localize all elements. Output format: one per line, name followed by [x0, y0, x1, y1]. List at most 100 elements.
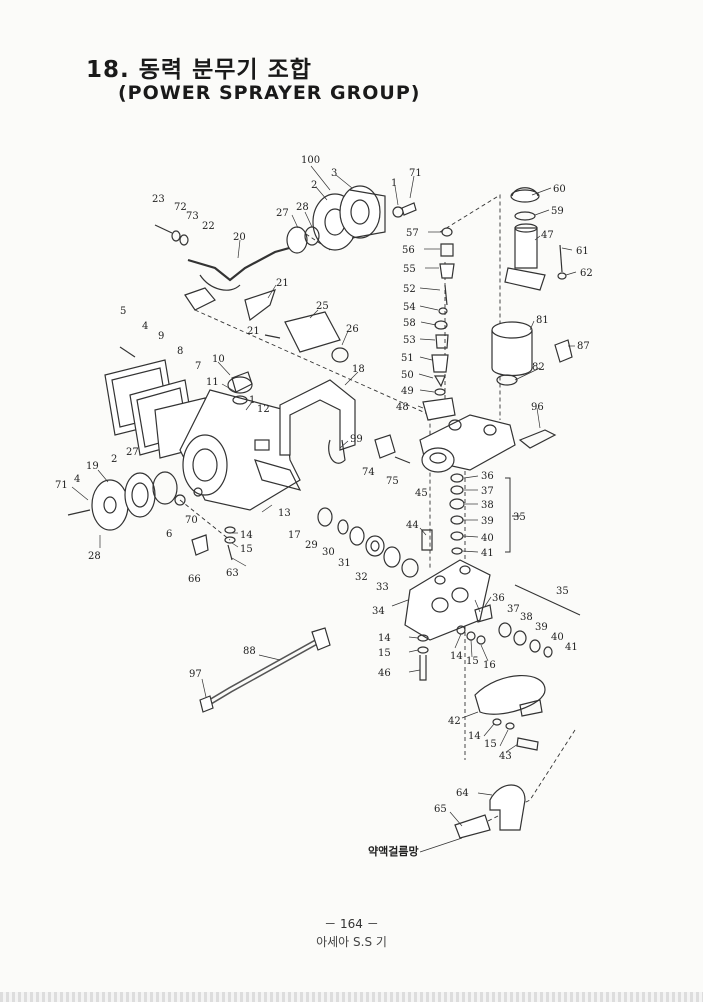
callout-7: 7 — [195, 361, 201, 372]
callout-20: 20 — [233, 232, 246, 243]
callout-87: 87 — [577, 341, 590, 352]
callout-39: 39 — [481, 516, 494, 527]
callout-27: 27 — [276, 208, 289, 219]
callout-72: 72 — [174, 202, 187, 213]
belt-guard — [279, 379, 356, 456]
callout-4-b: 4 — [74, 474, 80, 485]
callout-14-b: 14 — [378, 633, 391, 644]
pulley-assembly — [312, 185, 417, 251]
callout-41: 41 — [481, 548, 494, 559]
callout-6: 6 — [166, 529, 172, 540]
callout-5: 5 — [120, 306, 126, 317]
callout-36-b: 36 — [492, 593, 505, 604]
callout-64: 64 — [456, 788, 469, 799]
valve-series — [456, 604, 553, 658]
callout-46: 46 — [378, 668, 391, 679]
relief-valve — [422, 187, 567, 421]
publisher-line: 아세아 S.S 기 — [316, 935, 387, 949]
callout-21: 21 — [276, 278, 289, 289]
callout-23: 23 — [152, 194, 165, 205]
callout-60: 60 — [553, 184, 566, 195]
callout-14: 14 — [240, 530, 253, 541]
callout-28-b: 28 — [88, 551, 101, 562]
callout-30: 30 — [322, 547, 335, 558]
callout-34: 34 — [372, 606, 385, 617]
page-number: － 164 － — [324, 917, 379, 931]
callout-49: 49 — [401, 386, 414, 397]
callout-17: 17 — [288, 530, 301, 541]
callout-15-b: 15 — [378, 648, 391, 659]
piston — [284, 311, 349, 363]
callout-38: 38 — [481, 500, 494, 511]
callout-26: 26 — [346, 324, 359, 335]
callout-15-d: 15 — [484, 739, 497, 750]
callout-14-c: 14 — [450, 651, 463, 662]
hose — [199, 627, 331, 713]
callout-51: 51 — [401, 353, 414, 364]
manifold — [374, 414, 557, 473]
callout-8: 8 — [177, 346, 183, 357]
callout-62: 62 — [580, 268, 593, 279]
callout-74: 74 — [362, 467, 375, 478]
scan-edge — [0, 992, 703, 1002]
callout-15: 15 — [240, 544, 253, 555]
callout-38-b: 38 — [520, 612, 533, 623]
small-fasteners — [191, 526, 236, 561]
page-title: 18. 동력 분무기 조합 — [86, 57, 312, 83]
callout-45: 45 — [415, 488, 428, 499]
callout-54: 54 — [403, 302, 416, 313]
pump-head — [404, 559, 491, 641]
page-subtitle: (POWER SPRAYER GROUP) — [118, 82, 421, 104]
callout-12: 12 — [257, 404, 270, 415]
callout-47: 47 — [541, 230, 554, 241]
callout-36: 36 — [481, 471, 494, 482]
callout-35-b: 35 — [556, 586, 569, 597]
callout-10: 10 — [212, 354, 225, 365]
callout-28: 28 — [296, 202, 309, 213]
callout-21-b: 21 — [247, 326, 260, 337]
callout-41-b: 41 — [565, 642, 578, 653]
callout-9: 9 — [158, 331, 164, 342]
callout-71: 71 — [409, 168, 422, 179]
callout-96: 96 — [531, 402, 544, 413]
callout-56: 56 — [402, 245, 415, 256]
callout-32: 32 — [355, 572, 368, 583]
callout-40-b: 40 — [551, 632, 564, 643]
callout-40: 40 — [481, 533, 494, 544]
callout-11: 11 — [206, 377, 219, 388]
callout-33: 33 — [376, 582, 389, 593]
callout-2: 2 — [311, 180, 317, 191]
callout-75: 75 — [386, 476, 399, 487]
callout-1: 1 — [391, 178, 397, 189]
callout-59: 59 — [551, 206, 564, 217]
callout-55: 55 — [403, 264, 416, 275]
callout-50: 50 — [401, 370, 414, 381]
callout-73: 73 — [186, 211, 199, 222]
callout-81: 81 — [536, 315, 549, 326]
callout-22: 22 — [202, 221, 215, 232]
strainer-annotation: 약액걸름망 — [368, 844, 419, 858]
pin-99 — [328, 439, 346, 464]
callout-27-b: 27 — [126, 447, 139, 458]
connecting-rod — [244, 289, 281, 339]
callout-66: 66 — [188, 574, 201, 585]
leader-lines — [71, 165, 577, 827]
callout-99: 99 — [350, 434, 363, 445]
crankcase-body — [179, 371, 302, 511]
callout-44: 44 — [406, 520, 419, 531]
crankshaft — [184, 226, 320, 311]
callout-57: 57 — [406, 228, 419, 239]
air-chamber — [491, 321, 573, 386]
valve-stack — [421, 473, 465, 555]
callout-100: 100 — [301, 155, 320, 166]
callout-42: 42 — [448, 716, 461, 727]
callout-19: 19 — [86, 461, 99, 472]
seal-series — [317, 507, 419, 578]
callout-37-b: 37 — [507, 604, 520, 615]
callout-97: 97 — [189, 669, 202, 680]
callout-82: 82 — [532, 362, 545, 373]
callout-18: 18 — [352, 364, 365, 375]
callout-3: 3 — [331, 168, 337, 179]
callout-16: 16 — [483, 660, 496, 671]
